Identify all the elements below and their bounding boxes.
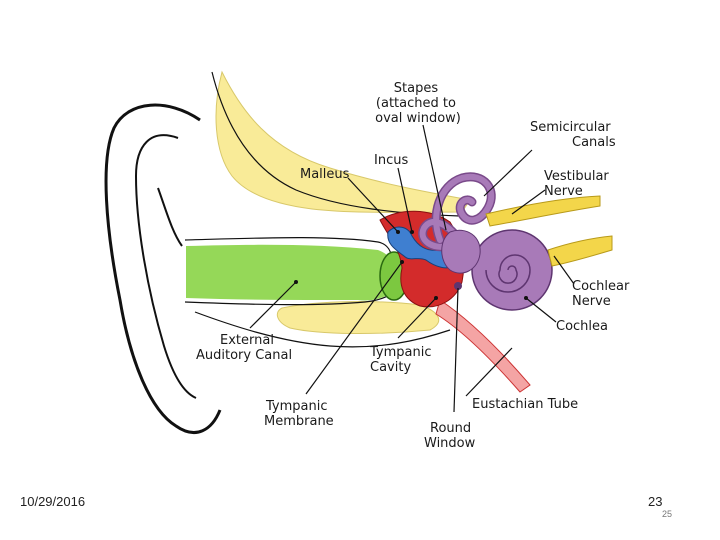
pinna-outer (104, 103, 222, 435)
incus-leader (397, 167, 413, 233)
label-round-window: Round Window (424, 421, 476, 451)
label-tympanic-cavity: Tympanic Cavity (369, 345, 436, 375)
label-stapes: Stapes (attached to oval window) (375, 81, 461, 126)
cochlea-leader (525, 297, 557, 323)
label-incus: Incus (374, 153, 408, 168)
semicircular-leader (483, 149, 533, 197)
incus-leader-dot (410, 230, 414, 234)
vestibule-shape (441, 229, 481, 274)
pinna-inner (134, 134, 197, 399)
external-canal-leader-dot (294, 280, 298, 284)
malleus-leader-dot (396, 230, 400, 234)
malleus-leader (347, 177, 399, 233)
label-vestibular-nerve: Vestibular Nerve (544, 169, 613, 199)
tympanic-membrane-leader-dot (400, 260, 404, 264)
semicircular-canals-fill (419, 173, 495, 250)
canal-upper-wall (184, 237, 393, 263)
vestibular-leader (511, 189, 546, 215)
tympanic-cavity-leader (397, 297, 437, 339)
label-malleus: Malleus (300, 167, 350, 182)
external-canal-leader (249, 281, 297, 329)
skull-outline-lower (194, 311, 451, 348)
label-cochlear-nerve: Cochlear Nerve (572, 279, 633, 309)
round-window-leader (453, 287, 459, 413)
cochlear-nerve-shape (547, 235, 613, 267)
tympanic-membrane-leader (305, 261, 403, 395)
slide-date: 10/29/2016 (20, 494, 86, 509)
label-external-auditory-canal: External Auditory Canal (196, 333, 292, 363)
label-semicircular-canals: Semicircular Canals (530, 120, 616, 150)
page-number: 25 (662, 509, 673, 519)
round-window-shape (454, 282, 462, 290)
slide-number: 23 (648, 494, 663, 509)
cochlea-shape (471, 229, 553, 311)
pinna-fold (157, 187, 183, 247)
external-auditory-canal (186, 244, 398, 301)
vestibular-nerve-shape (485, 195, 601, 227)
cochlear-nerve-leader (553, 255, 575, 285)
label-eustachian-tube: Eustachian Tube (472, 397, 578, 412)
temporal-bone-lower (276, 301, 440, 335)
eustachian-leader (465, 347, 513, 397)
label-cochlea: Cochlea (556, 319, 608, 334)
cochlea-leader-dot (524, 296, 528, 300)
label-tympanic-membrane: Tympanic Membrane (264, 399, 334, 429)
stapes-leader (422, 124, 447, 231)
cochlea-spiral (485, 254, 531, 293)
tympanic-cavity-leader-dot (434, 296, 438, 300)
